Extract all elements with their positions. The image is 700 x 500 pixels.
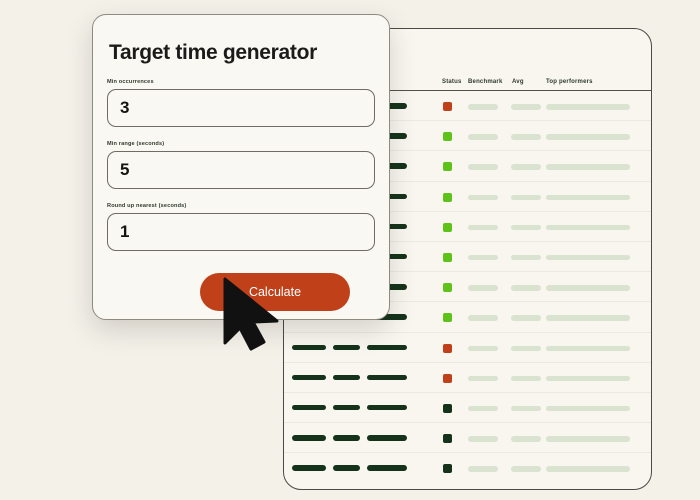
- placeholder-bar-avg: [511, 285, 541, 291]
- column-header-avg: Avg: [512, 79, 524, 85]
- status-badge: [443, 403, 452, 413]
- round-up-nearest-input[interactable]: [107, 213, 375, 251]
- placeholder-bar-avg: [511, 224, 541, 231]
- placeholder-bar-top: [546, 134, 630, 140]
- placeholder-bar-top: [546, 375, 630, 382]
- dash-segment: [333, 374, 360, 381]
- placeholder-bar-bench: [468, 436, 498, 442]
- status-badge: [443, 222, 452, 232]
- dash-segment: [292, 374, 326, 381]
- status-badge: [443, 464, 452, 474]
- placeholder-bar-top: [546, 405, 630, 412]
- placeholder-bar-bench: [468, 405, 498, 412]
- column-header-status: Status: [442, 79, 462, 85]
- dash-segment: [333, 404, 360, 411]
- placeholder-bar-top: [546, 285, 630, 291]
- placeholder-bar-bench: [468, 134, 498, 140]
- row-label-dashes: [292, 374, 407, 381]
- placeholder-bar-top: [546, 436, 630, 442]
- placeholder-bar-bench: [468, 254, 498, 261]
- status-badge: [443, 132, 452, 142]
- dash-segment: [333, 465, 360, 471]
- status-badge: [443, 313, 452, 323]
- table-header: Status Benchmark Avg Top performers: [284, 29, 651, 91]
- status-badge: [443, 102, 452, 111]
- table-row[interactable]: [284, 393, 651, 424]
- table-row[interactable]: [284, 333, 651, 363]
- placeholder-bar-bench: [468, 315, 498, 321]
- table-row[interactable]: [284, 453, 651, 483]
- dash-segment: [292, 465, 326, 471]
- placeholder-bar-bench: [468, 104, 498, 110]
- field-min-occurrences: Min occurrences: [107, 79, 375, 127]
- dash-segment: [292, 435, 326, 441]
- placeholder-bar-top: [546, 466, 630, 472]
- status-badge: [443, 283, 452, 293]
- min-range-input[interactable]: [107, 151, 375, 189]
- placeholder-bar-avg: [511, 315, 541, 321]
- dash-segment: [367, 314, 407, 320]
- label-min-occurrences: Min occurrences: [107, 79, 154, 85]
- placeholder-bar-avg: [511, 436, 541, 442]
- row-label-dashes: [292, 404, 407, 411]
- placeholder-bar-bench: [468, 164, 498, 170]
- status-badge: [443, 252, 452, 262]
- target-time-generator-dialog: Target time generator Min occurrences Mi…: [92, 14, 390, 320]
- dash-segment: [333, 344, 360, 350]
- page-title: Target time generator: [109, 41, 318, 64]
- placeholder-bar-avg: [511, 134, 541, 140]
- placeholder-bar-avg: [511, 375, 541, 382]
- placeholder-bar-bench: [468, 375, 498, 382]
- placeholder-bar-avg: [511, 104, 541, 110]
- column-header-benchmark: Benchmark: [468, 79, 503, 85]
- dash-segment: [333, 435, 360, 441]
- placeholder-bar-top: [546, 254, 630, 261]
- placeholder-bar-bench: [468, 224, 498, 231]
- placeholder-bar-avg: [511, 466, 541, 472]
- placeholder-bar-avg: [511, 254, 541, 261]
- placeholder-bar-bench: [468, 345, 498, 351]
- row-label-dashes: [292, 465, 407, 471]
- dash-segment: [367, 435, 407, 441]
- dash-segment: [367, 465, 407, 471]
- row-label-dashes: [292, 344, 407, 350]
- dash-segment: [367, 374, 407, 381]
- status-badge: [443, 343, 452, 353]
- placeholder-bar-avg: [511, 405, 541, 412]
- table-row[interactable]: [284, 423, 651, 454]
- min-occurrences-input[interactable]: [107, 89, 375, 127]
- label-round-up-nearest: Round up nearest (seconds): [107, 203, 187, 209]
- dash-segment: [367, 344, 407, 350]
- placeholder-bar-top: [546, 224, 630, 231]
- status-badge: [443, 192, 452, 202]
- placeholder-bar-bench: [468, 466, 498, 472]
- table-row[interactable]: [284, 363, 651, 393]
- placeholder-bar-top: [546, 164, 630, 170]
- placeholder-bar-top: [546, 315, 630, 321]
- placeholder-bar-bench: [468, 194, 498, 201]
- placeholder-bar-avg: [511, 345, 541, 351]
- calculate-button[interactable]: Calculate: [200, 273, 350, 311]
- placeholder-bar-avg: [511, 194, 541, 201]
- placeholder-bar-bench: [468, 285, 498, 291]
- table-column-headers: Status Benchmark Avg Top performers: [284, 79, 651, 95]
- field-round-up-nearest: Round up nearest (seconds): [107, 203, 375, 251]
- placeholder-bar-top: [546, 345, 630, 351]
- field-min-range: Min range (seconds): [107, 141, 375, 189]
- column-header-top-performers: Top performers: [546, 79, 593, 85]
- status-badge: [443, 373, 452, 383]
- placeholder-bar-top: [546, 104, 630, 110]
- placeholder-bar-top: [546, 194, 630, 201]
- dash-segment: [367, 404, 407, 411]
- status-badge: [443, 434, 452, 444]
- label-min-range: Min range (seconds): [107, 141, 165, 147]
- row-label-dashes: [292, 435, 407, 441]
- status-badge: [443, 162, 452, 172]
- dash-segment: [292, 404, 326, 411]
- placeholder-bar-avg: [511, 164, 541, 170]
- dash-segment: [292, 344, 326, 350]
